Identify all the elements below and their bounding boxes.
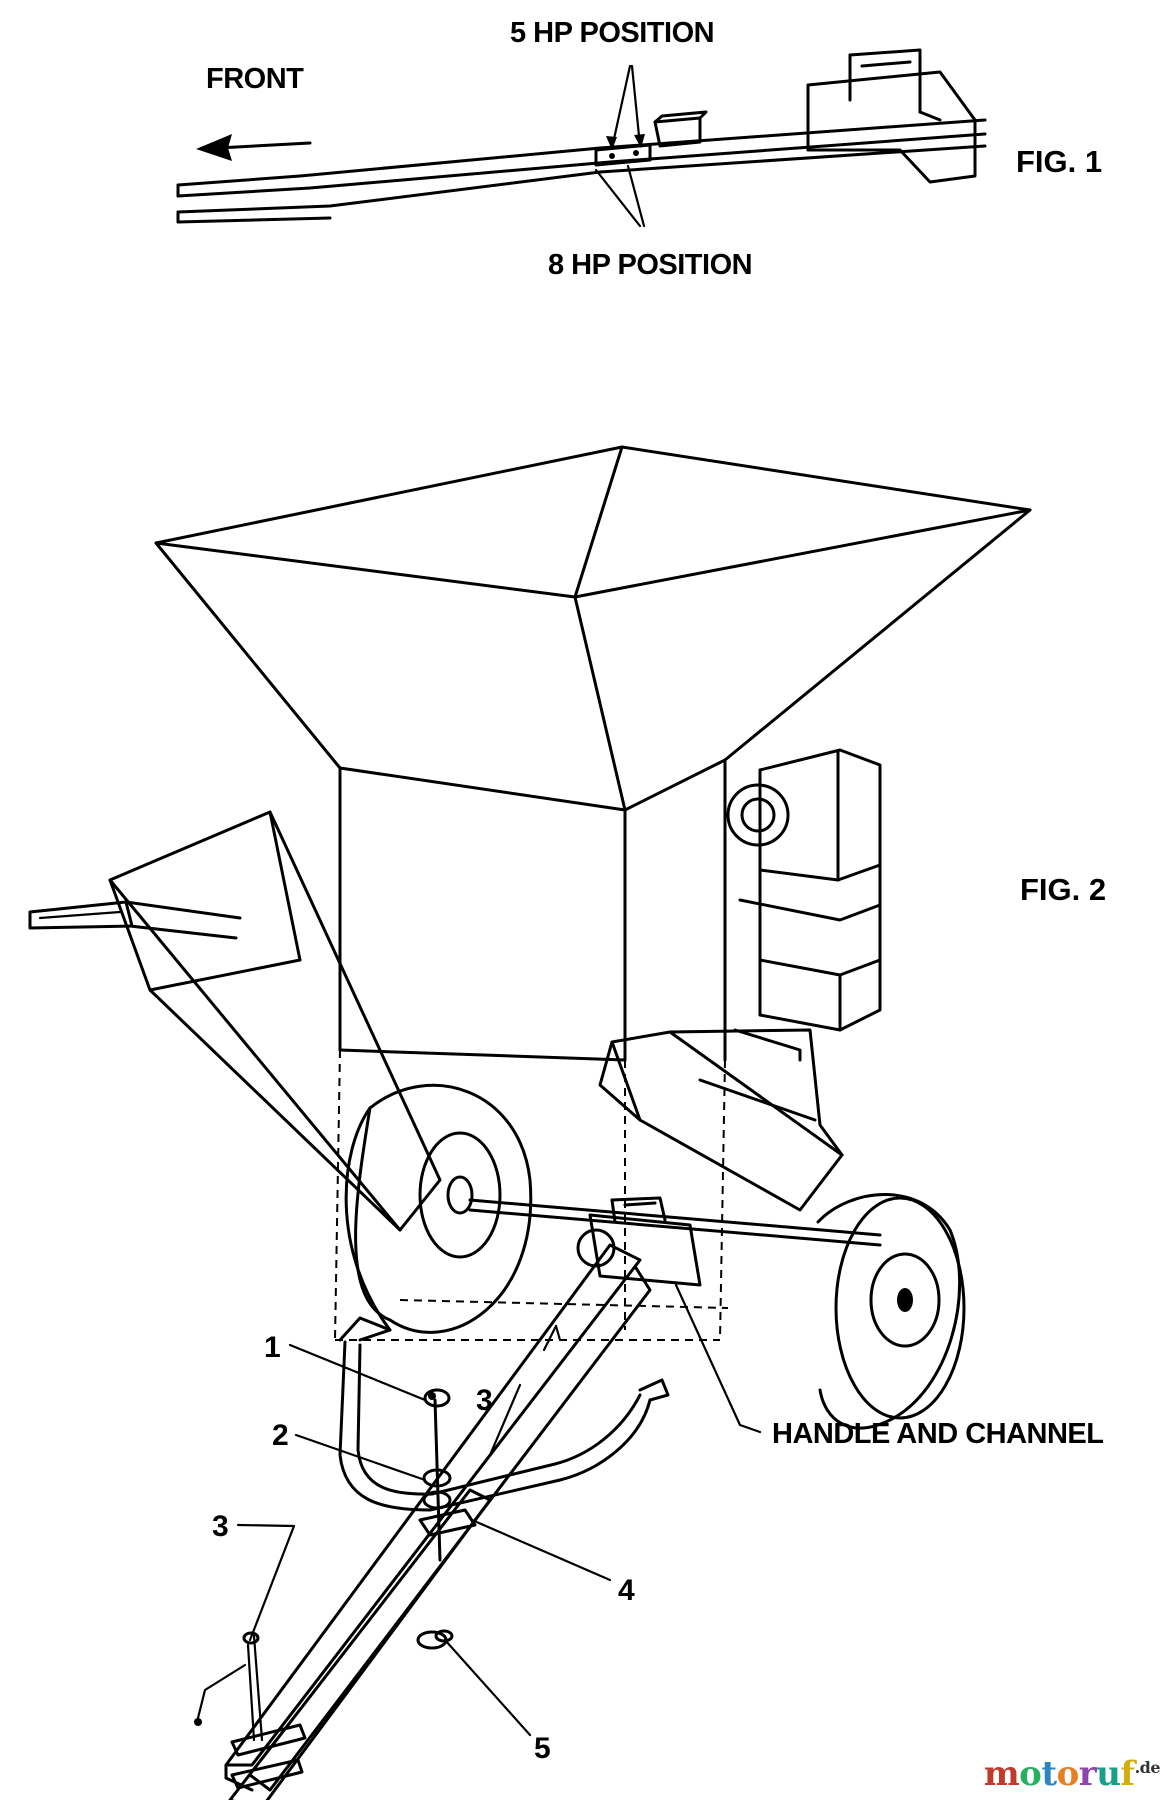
- callout-5: 5: [534, 1732, 551, 1765]
- watermark-letter: m: [983, 1754, 1020, 1794]
- watermark-letter: o: [1019, 1754, 1042, 1794]
- shredder-machine: [28, 445, 1032, 1800]
- watermark-letter: o: [1056, 1754, 1080, 1794]
- handle-and-channel-label: HANDLE AND CHANNEL: [772, 1418, 1103, 1450]
- callout-3-upper: 3: [476, 1384, 493, 1417]
- callout-1: 1: [264, 1331, 281, 1364]
- fig2-label: FIG. 2: [1020, 872, 1106, 907]
- watermark-letter: r: [1078, 1754, 1097, 1794]
- 5hp-position-label: 5 HP POSITION: [510, 17, 714, 49]
- watermark-text: motoruf: [984, 1754, 1135, 1794]
- watermark-letter: u: [1096, 1754, 1121, 1794]
- watermark-letter: f: [1120, 1754, 1135, 1794]
- 8hp-position-label: 8 HP POSITION: [548, 249, 752, 281]
- fig1-towbar: [176, 48, 987, 228]
- front-label: FRONT: [206, 63, 304, 95]
- watermark-suffix: .de: [1134, 1757, 1161, 1777]
- watermark-letter: t: [1041, 1754, 1057, 1794]
- callout-4: 4: [618, 1574, 635, 1607]
- callout-3-lower: 3: [212, 1510, 229, 1543]
- watermark-logo: motoruf.de: [984, 1754, 1161, 1794]
- callout-2: 2: [272, 1419, 289, 1452]
- fig1-label: FIG. 1: [1016, 144, 1102, 179]
